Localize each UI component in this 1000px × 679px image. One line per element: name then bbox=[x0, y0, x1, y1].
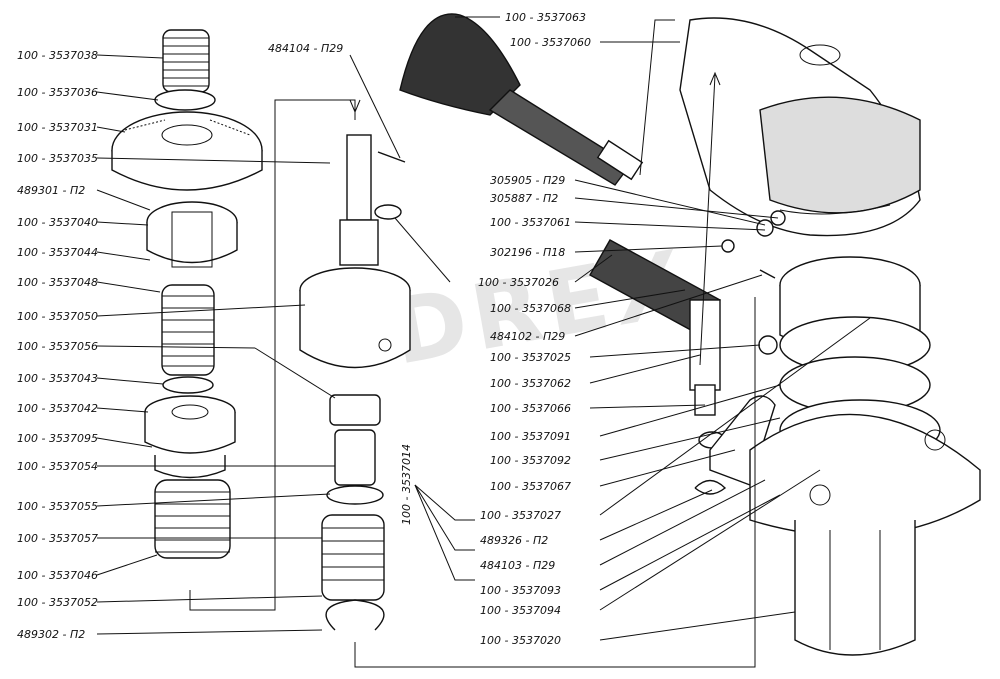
part-pin-484104 bbox=[377, 151, 406, 163]
part-cup-036 bbox=[154, 89, 216, 111]
callout-label: 100 - 3537040 bbox=[17, 216, 98, 229]
callout-label: 100 - 3537093 bbox=[480, 584, 561, 597]
callout-label: 100 - 3537055 bbox=[17, 500, 98, 513]
part-snapring-302 bbox=[325, 599, 385, 631]
callout-label: 100 - 3537056 bbox=[17, 340, 98, 353]
part-disc-031 bbox=[111, 111, 263, 191]
callout-label: 100 - 3537061 bbox=[490, 216, 571, 229]
callout-label: 100 - 3537046 bbox=[17, 569, 98, 582]
part-nut-025 bbox=[758, 335, 778, 355]
callout-label: 484102 - П29 bbox=[490, 330, 565, 343]
callout-label: 100 - 3537048 bbox=[17, 276, 98, 289]
callout-label: 484104 - П29 bbox=[268, 42, 343, 55]
callout-label: 484103 - П29 bbox=[480, 559, 555, 572]
callout-label: 100 - 3537031 bbox=[17, 121, 98, 134]
part-screw-302196 bbox=[721, 239, 735, 253]
callout-label: 100 - 3537094 bbox=[480, 604, 561, 617]
callout-label: 100 - 3537020 bbox=[480, 634, 561, 647]
part-clip-489326 bbox=[694, 479, 727, 495]
callout-label: 100 - 3537060 bbox=[510, 36, 591, 49]
part-pin-484102 bbox=[759, 269, 776, 279]
callout-label: 100 - 3537050 bbox=[17, 310, 98, 323]
part-spring-057c bbox=[321, 514, 385, 601]
callout-label: 100 - 3537063 bbox=[505, 11, 586, 24]
callout-label: 100 - 3537042 bbox=[17, 402, 98, 415]
part-sleeve-056 bbox=[329, 394, 381, 426]
callout-label: 302196 - П18 bbox=[490, 246, 565, 259]
part-spring-038 bbox=[162, 29, 210, 93]
callout-label: 100 - 3537052 bbox=[17, 596, 98, 609]
part-nut-061 bbox=[756, 219, 774, 237]
callout-label: 100 - 3537027 bbox=[480, 509, 561, 522]
part-spring-050 bbox=[161, 284, 215, 376]
part-spring-057 bbox=[154, 479, 231, 559]
callout-label: 100 - 3537091 bbox=[490, 430, 571, 443]
part-piston-050 bbox=[299, 267, 411, 369]
part-bushing-042 bbox=[144, 395, 236, 454]
callout-label: 100 - 3537067 bbox=[490, 480, 571, 493]
left-assembly bbox=[111, 29, 263, 559]
callout-labels: 100 - 3537038 100 - 3537036 100 - 353703… bbox=[17, 11, 591, 647]
center-assembly bbox=[299, 134, 411, 631]
callout-label: 100 - 3537062 bbox=[490, 377, 571, 390]
part-sleeve-054 bbox=[334, 429, 376, 486]
part-arm-068 bbox=[589, 239, 721, 416]
callout-label: 100 - 3537054 bbox=[17, 460, 98, 473]
callout-label: 489301 - П2 bbox=[17, 184, 85, 197]
callout-label: 100 - 3537092 bbox=[490, 454, 571, 467]
callout-label: 489326 - П2 bbox=[480, 534, 548, 547]
callout-label: 100 - 3537026 bbox=[478, 276, 559, 289]
callout-label: 100 - 3537068 bbox=[490, 302, 571, 315]
right-assembly bbox=[399, 13, 981, 656]
callout-label: 100 - 3537066 bbox=[490, 402, 571, 415]
part-housing-060 bbox=[679, 17, 921, 237]
part-body-020 bbox=[749, 256, 981, 656]
part-ring-040 bbox=[146, 201, 238, 268]
callout-label: 100 - 3537036 bbox=[17, 86, 98, 99]
callout-label: 100 - 3537057 bbox=[17, 532, 98, 545]
callout-label: 100 - 3537035 bbox=[17, 152, 98, 165]
leader-lines bbox=[96, 16, 871, 668]
callout-label: 100 - 3537043 bbox=[17, 372, 98, 385]
part-washer-043 bbox=[162, 376, 214, 394]
callout-label: 305887 - П2 bbox=[490, 192, 558, 205]
callout-label: 100 - 3537025 bbox=[490, 351, 571, 364]
part-washer-026 bbox=[374, 204, 402, 220]
callout-label: 100 - 3537095 bbox=[17, 432, 98, 445]
callout-label: 100 - 3537038 bbox=[17, 49, 98, 62]
part-handle-063 bbox=[399, 13, 644, 186]
callout-label: 100 - 3537014 bbox=[400, 444, 413, 525]
callout-label: 100 - 3537044 bbox=[17, 246, 98, 259]
callout-label: 305905 - П29 bbox=[490, 174, 565, 187]
part-stem-035 bbox=[346, 134, 372, 221]
part-washer-055 bbox=[326, 485, 384, 505]
callout-label: 489302 - П2 bbox=[17, 628, 85, 641]
